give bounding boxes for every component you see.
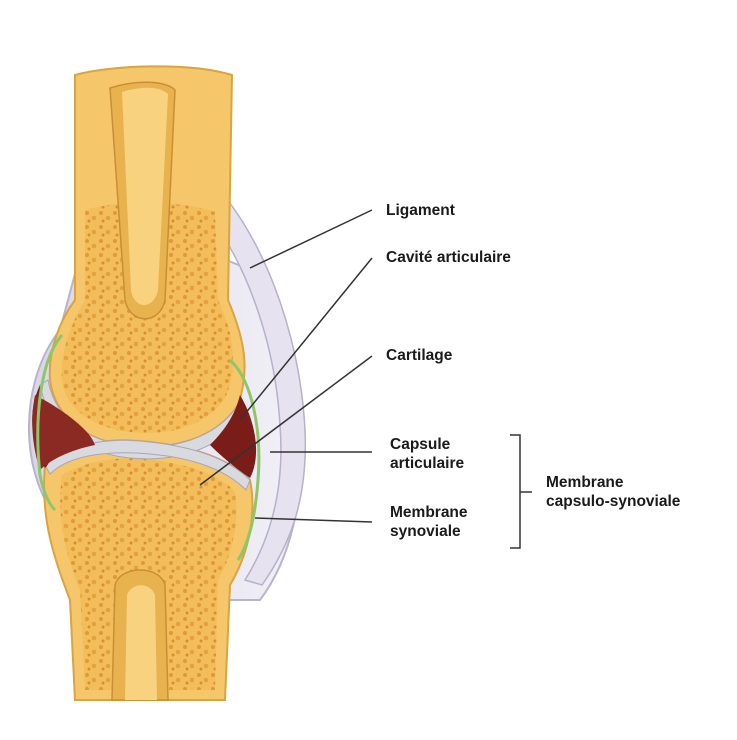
label-membrane-synoviale: Membrane synoviale [390,503,468,541]
label-membrane-capsulo-synoviale: Membrane capsulo-synoviale [546,473,680,511]
leader-ligament [250,210,372,268]
label-cavite-articulaire: Cavité articulaire [386,248,511,267]
label-cartilage: Cartilage [386,346,452,365]
group-bracket [510,435,532,548]
label-ligament: Ligament [386,201,455,220]
label-capsule-articulaire: Capsule articulaire [390,435,464,473]
